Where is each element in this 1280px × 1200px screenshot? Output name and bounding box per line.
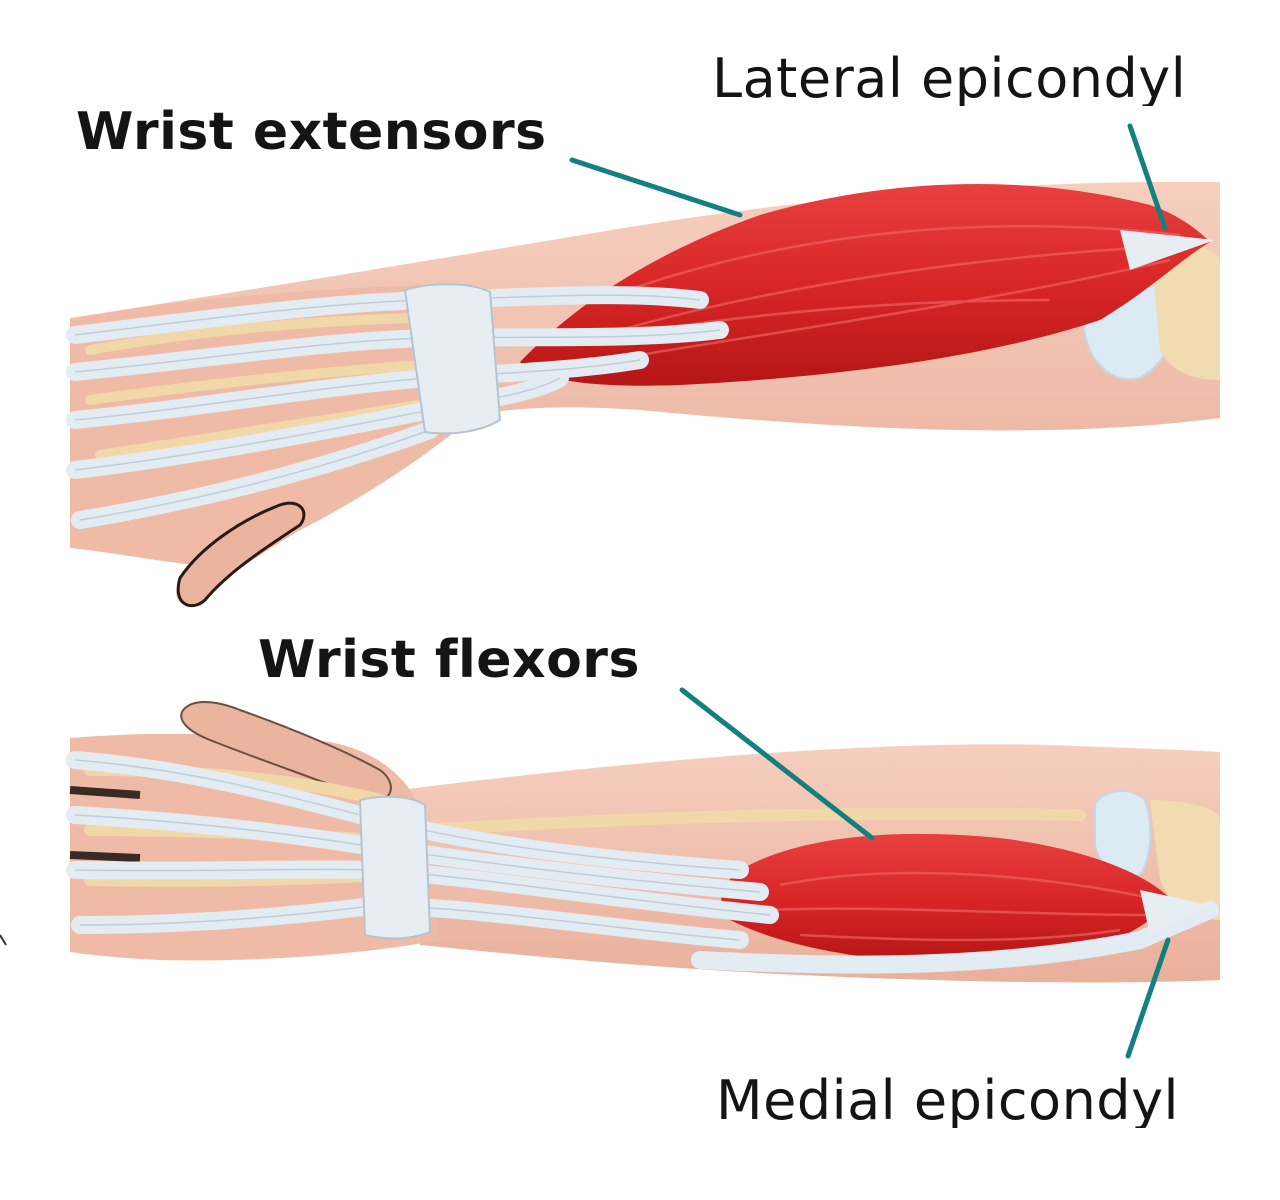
label-wrist-flexors: Wrist flexors: [258, 634, 640, 686]
common-extensor-tendon: [1120, 230, 1215, 270]
leader-line-medial-epicondyle: [1125, 937, 1171, 1059]
wrist-extensor-fibers: [559, 224, 1191, 357]
leader-lines: [569, 123, 1171, 1059]
bottom-forearm-illustration: [0, 701, 1220, 983]
wrist-flexor-fibers: [769, 871, 1161, 942]
extensor-retinaculum: [403, 283, 502, 435]
label-wrist-extensors: Wrist extensors: [76, 106, 547, 158]
bottom-fingertips: [69, 786, 141, 862]
bottom-thumb: [180, 701, 392, 802]
leader-line-wrist-extensors: [569, 157, 743, 218]
leader-line-wrist-flexors: [679, 687, 875, 841]
left-edge-mark: [0, 934, 7, 946]
top-elbow-bone-shaft: [1150, 240, 1220, 380]
label-medial-epicondyle: Medial epicondyl: [716, 1074, 1180, 1128]
wrist-flexor-muscle: [721, 833, 1170, 964]
flexor-retinaculum: [358, 795, 432, 940]
label-lateral-epicondyle: Lateral epicondyl: [712, 52, 1187, 106]
top-thumb: [176, 501, 306, 608]
leader-line-lateral-epicondyle: [1127, 123, 1168, 231]
common-flexor-tendon: [1140, 890, 1210, 935]
top-forearm-illustration: [66, 181, 1220, 608]
bottom-elbow-bone-shaft: [1150, 800, 1220, 920]
